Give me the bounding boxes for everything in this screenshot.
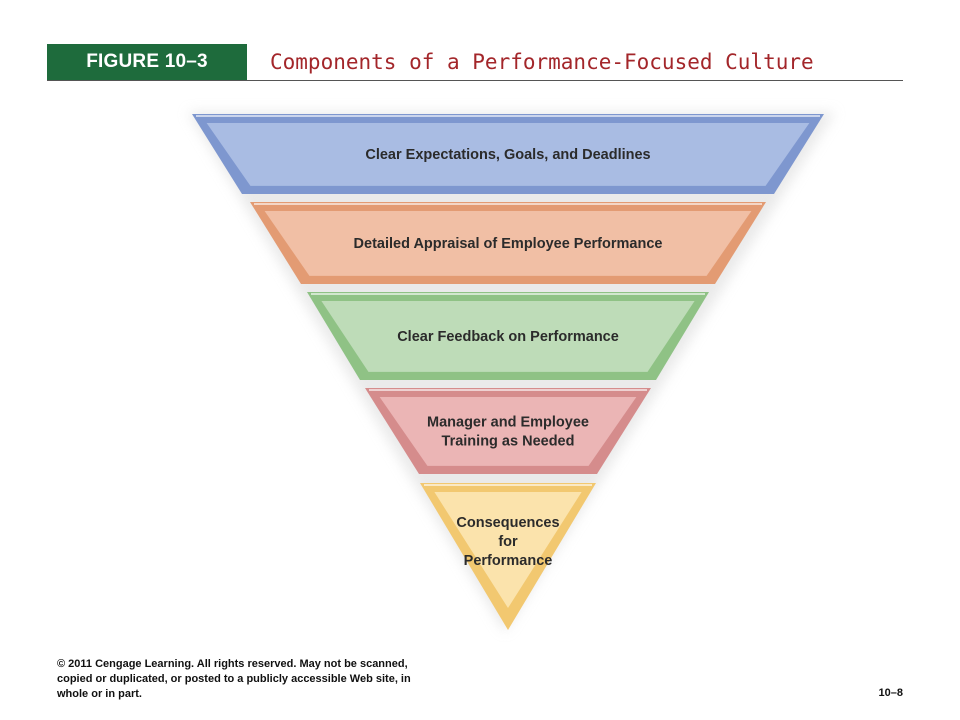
pyramid-level-label: Manager and Employee [427,415,589,431]
pyramid-level-face [264,211,752,276]
pyramid-level-label: Consequences [456,515,559,531]
pyramid-level-face [206,123,810,186]
pyramid-level-3: Clear Feedback on Performance [307,292,709,380]
pyramid-level-2: Detailed Appraisal of Employee Performan… [250,202,766,284]
copyright-notice: © 2011 Cengage Learning. All rights rese… [57,658,411,700]
pyramid-level-face [379,397,637,466]
title-divider [47,80,903,81]
pyramid-level-label: for [498,534,518,550]
pyramid-level-label: Performance [464,553,553,569]
pyramid-level-face [321,301,695,372]
pyramid-level-1: Clear Expectations, Goals, and Deadlines [192,114,824,194]
pyramid-level-label: Training as Needed [442,434,575,450]
pyramid-level-label: Detailed Appraisal of Employee Performan… [354,236,663,252]
pyramid-level-label: Clear Feedback on Performance [397,329,619,345]
figure-title: Components of a Performance-Focused Cult… [270,50,814,74]
figure-label-badge: FIGURE 10–3 [47,44,247,80]
slide-number: 10–8 [878,687,903,699]
pyramid-level-label: Clear Expectations, Goals, and Deadlines [365,147,650,163]
pyramid-level-face [434,492,582,608]
